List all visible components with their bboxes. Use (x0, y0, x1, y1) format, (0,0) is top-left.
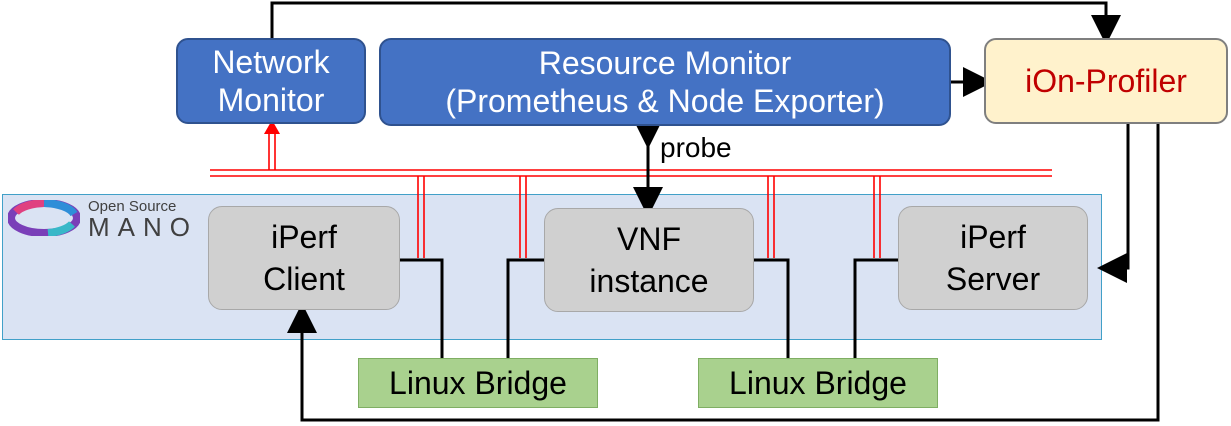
network-monitor-box: Network Monitor (176, 38, 366, 124)
bridge-link-lines (400, 258, 900, 360)
ion-profiler-box: iOn-Profiler (984, 38, 1228, 124)
probe-label: probe (660, 132, 732, 163)
osm-logo-icon (8, 200, 80, 236)
vnf-instance-box: VNF instance (544, 208, 754, 312)
network-to-profiler-wire (270, 1, 1121, 45)
linux-bridge-1: Linux Bridge (358, 358, 598, 408)
profiler-to-client-wire (287, 122, 1160, 422)
mano-logo-subtitle: Open Source (88, 198, 177, 215)
tap-arrow-icon (264, 120, 280, 134)
linux-bridge-2: Linux Bridge (698, 358, 938, 408)
iperf-client-box: iPerf Client (208, 206, 400, 310)
tap-bus-lines (210, 132, 1052, 258)
iperf-server-box: iPerf Server (898, 206, 1088, 310)
profiler-to-server-wire (1097, 122, 1130, 283)
resource-monitor-box: Resource Monitor (Prometheus & Node Expo… (379, 38, 951, 126)
mano-logo-title: MANO (88, 212, 198, 242)
